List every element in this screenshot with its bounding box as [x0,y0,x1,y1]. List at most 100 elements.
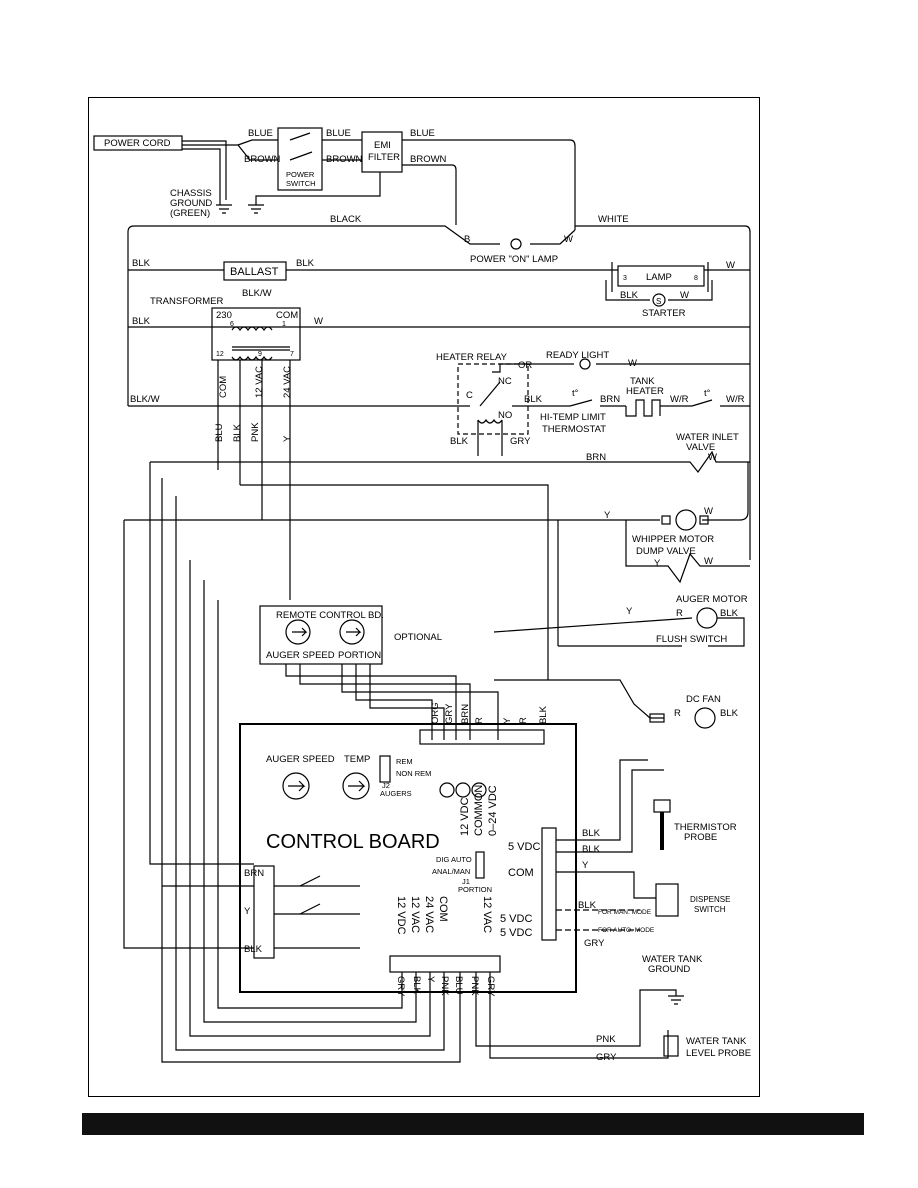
diagram-labels: POWER CORD BLUE BLUE BLUE BROWN BROWN BR… [104,128,751,1063]
vdc5-label-2: 5 VDC [500,913,532,925]
w-label-whipper: W [704,506,713,517]
optional-label: OPTIONAL [394,632,442,643]
emi-label-2: FILTER [368,152,400,163]
power-on-lamp-label: POWER "ON" LAMP [470,254,558,265]
water-tank-level-label-1: WATER TANK [686,1036,747,1047]
non-rem-label: NON REM [396,769,431,778]
auger-motor-label: AUGER MOTOR [676,594,748,605]
gry-label-bottom-2: GRY [485,976,496,997]
dispense-label-1: DISPENSE [690,895,730,904]
remote-control-label: REMOTE CONTROL BD. [276,610,384,621]
blk-label-2: BLK [296,258,315,269]
t-12-label: 12 [216,351,224,358]
or-label: OR [518,360,532,371]
emi-label-1: EMI [374,140,391,151]
blk-label-relay-coil: BLK [450,436,469,447]
r-label-auger: R [676,608,683,619]
blk-label-bottom: BLK [411,976,422,995]
blk-label-auger: BLK [720,608,739,619]
white-label: WHITE [598,214,629,225]
brn-label-board: BRN [244,868,264,879]
brown-label-3: BROWN [410,154,447,165]
blue-label-3: BLUE [410,128,435,139]
remote-portion-label: PORTION [338,650,381,661]
blk-w-label-2: BLK/W [130,394,160,405]
y-label-dispense: Y [582,860,589,871]
ballast-label: BALLAST [230,266,279,278]
board-auger-speed-label: AUGER SPEED [266,754,335,765]
water-inlet-label-2: VALVE [686,442,715,453]
j2-label: J2 [382,781,390,790]
chassis-ground-label-3: (GREEN) [170,208,210,219]
w-label-ready: W [628,358,637,369]
vac24-label-vertical: 24 VAC [282,366,293,398]
gry-label-probe: GRY [596,1052,617,1063]
thermistor-label-2: PROBE [684,832,717,843]
pnk-label-bottom-1: PNK [439,976,450,996]
ready-light-label: READY LIGHT [546,350,609,361]
w-label-starter: W [680,290,689,301]
t-9-label: 9 [258,351,262,358]
b-label: B [464,234,470,245]
w-label-lamp-right: W [726,260,735,271]
blu-label-vertical: BLU [214,423,225,442]
w-label-lamp: W [564,234,573,245]
brown-label-2: BROWN [326,154,363,165]
org-label: ORG [430,702,441,724]
power-switch-box [277,127,323,191]
anal-man-label: ANAL/MAN [432,867,470,876]
y-label-auger: Y [626,606,633,617]
t-deg-label-1: t° [572,388,579,399]
y-label-whipper: Y [604,510,611,521]
t-com-label: COM [276,310,298,321]
brn-label-inlet: BRN [586,452,606,463]
tank-heater-label-2: HEATER [626,386,664,397]
lamp-label: LAMP [646,272,672,283]
dc-fan-label: DC FAN [686,694,721,705]
lamp-pin-8: 8 [694,275,698,282]
power-switch-label-2: SWITCH [286,179,316,188]
water-inlet-label-1: WATER INLET [676,432,739,443]
vac12-label-vertical: 12 VAC [254,366,265,398]
com-label-vertical: COM [218,376,229,398]
tank-heater-label-1: TANK [630,376,655,387]
blk-label-man: BLK [578,900,597,911]
vdc5-label-1: 5 VDC [508,841,540,853]
pnk-label-probe: PNK [596,1034,616,1045]
board-portion-label: PORTION [458,885,492,894]
brn-label-top: BRN [460,704,471,724]
power-switch-label-1: POWER [286,170,315,179]
j1-label: J1 [462,877,470,886]
dispense-label-2: SWITCH [694,905,726,914]
relay-no-label: NO [498,410,512,421]
blk-label-thermistor-2: BLK [582,844,601,855]
t-7-label: 7 [290,351,294,358]
w-label-transformer: W [314,316,323,327]
gry-label-bottom-1: GRY [395,976,406,997]
blk-label-thermistor-1: BLK [582,828,601,839]
water-tank-level-label-2: LEVEL PROBE [686,1048,751,1059]
blue-label-1: BLUE [248,128,273,139]
chassis-ground-label-2: GROUND [170,198,212,209]
diagram-frame [88,97,760,1097]
ballast-box [223,261,287,281]
chassis-ground-label-1: CHASSIS [170,188,212,199]
lamp-pin-3: 3 [623,275,627,282]
brn-label-heater: BRN [600,394,620,405]
vdc12-label-bottom: 12 VDC [395,896,407,935]
blk-label-relay: BLK [524,394,543,405]
dig-auto-label: DIG AUTO [436,855,472,864]
heater-relay-label: HEATER RELAY [436,352,508,363]
vac24-label-bottom: 24 VAC [423,896,435,933]
control-board-box [239,723,577,993]
for-man-mode-label: FOR MAN. MODE [598,909,652,916]
r-label-fan: R [674,708,681,719]
y-label-top: Y [502,717,513,724]
common-label: COMMON [473,785,485,836]
transformer-label: TRANSFORMER [150,296,224,307]
gry-label-relay-coil: GRY [510,436,531,447]
starter-s: S [656,297,661,306]
y-label-bottom: Y [425,976,436,983]
remote-auger-speed-label: AUGER SPEED [266,650,335,661]
power-cord-label: POWER CORD [104,138,171,149]
